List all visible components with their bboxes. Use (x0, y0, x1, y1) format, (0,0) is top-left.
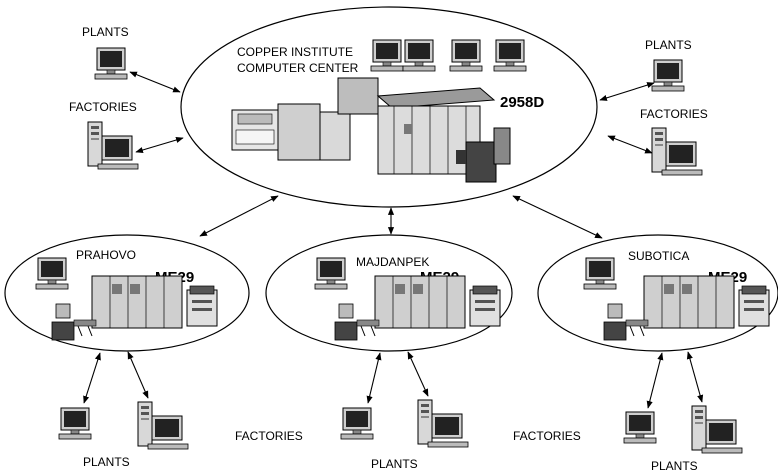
center-title-line1: COPPER INSTITUTE (237, 45, 353, 59)
majdanpek-plants-label: PLANTS (371, 457, 418, 471)
center-model-label: 2958D (500, 94, 544, 111)
center-monitor-icon (370, 39, 404, 72)
majdanpek-plants-monitor-icon (340, 407, 374, 440)
majdanpek-mainframe-icon (334, 275, 501, 341)
link-center-topleft-factories (135, 137, 184, 153)
node-prahovo-name: PRAHOVO (76, 248, 136, 262)
center-ellipse (180, 6, 598, 208)
center-monitor-icon (402, 39, 436, 72)
top-right-plants-label: PLANTS (645, 38, 692, 52)
link-center-topleft-plants (129, 71, 181, 93)
link-prahovo-factories (127, 351, 149, 399)
mainframe-2958d-icon (231, 77, 511, 183)
subotica-plants-label: PLANTS (651, 459, 698, 473)
link-center-subotica (512, 195, 603, 239)
top-left-plants-monitor-icon (94, 47, 128, 80)
subotica-plants-monitor-icon (623, 411, 657, 444)
top-left-factories-pc-icon (87, 121, 139, 170)
subotica-monitor-icon (583, 257, 617, 290)
prahovo-ellipse (4, 234, 250, 352)
prahovo-plants-monitor-icon (58, 407, 92, 440)
link-center-prahovo (199, 195, 279, 237)
subotica-factories-pc-icon (691, 405, 743, 454)
top-left-factories-label: FACTORIES (69, 100, 137, 114)
top-right-factories-pc-icon (651, 127, 703, 176)
majdanpek-monitor-icon (314, 257, 348, 290)
link-subotica-factories (686, 351, 704, 403)
center-title-line2: COMPUTER CENTER (237, 61, 359, 75)
link-majdanpek-factories (407, 351, 429, 397)
subotica-ellipse (537, 234, 778, 352)
node-majdanpek-name: MAJDANPEK (356, 255, 429, 269)
prahovo-plants-label: PLANTS (83, 455, 130, 469)
link-subotica-plants (646, 352, 664, 409)
top-right-factories-label: FACTORIES (640, 107, 708, 121)
link-center-topright-plants (599, 82, 655, 101)
link-center-topright-factories (607, 135, 653, 154)
link-prahovo-plants (83, 352, 101, 404)
prahovo-factories-pc-icon (137, 401, 189, 450)
majdanpek-factories-pc-icon (417, 399, 469, 448)
link-majdanpek-plants (366, 352, 382, 404)
prahovo-monitor-icon (35, 257, 69, 290)
top-left-plants-label: PLANTS (82, 25, 129, 39)
center-monitor-icon (493, 39, 527, 72)
center-monitor-icon (449, 39, 483, 72)
node-subotica-name: SUBOTICA (628, 249, 689, 263)
left-factories-label: FACTORIES (235, 429, 303, 443)
majdanpek-ellipse (265, 234, 513, 352)
right-factories-label: FACTORIES (513, 429, 581, 443)
top-right-plants-monitor-icon (651, 59, 685, 92)
